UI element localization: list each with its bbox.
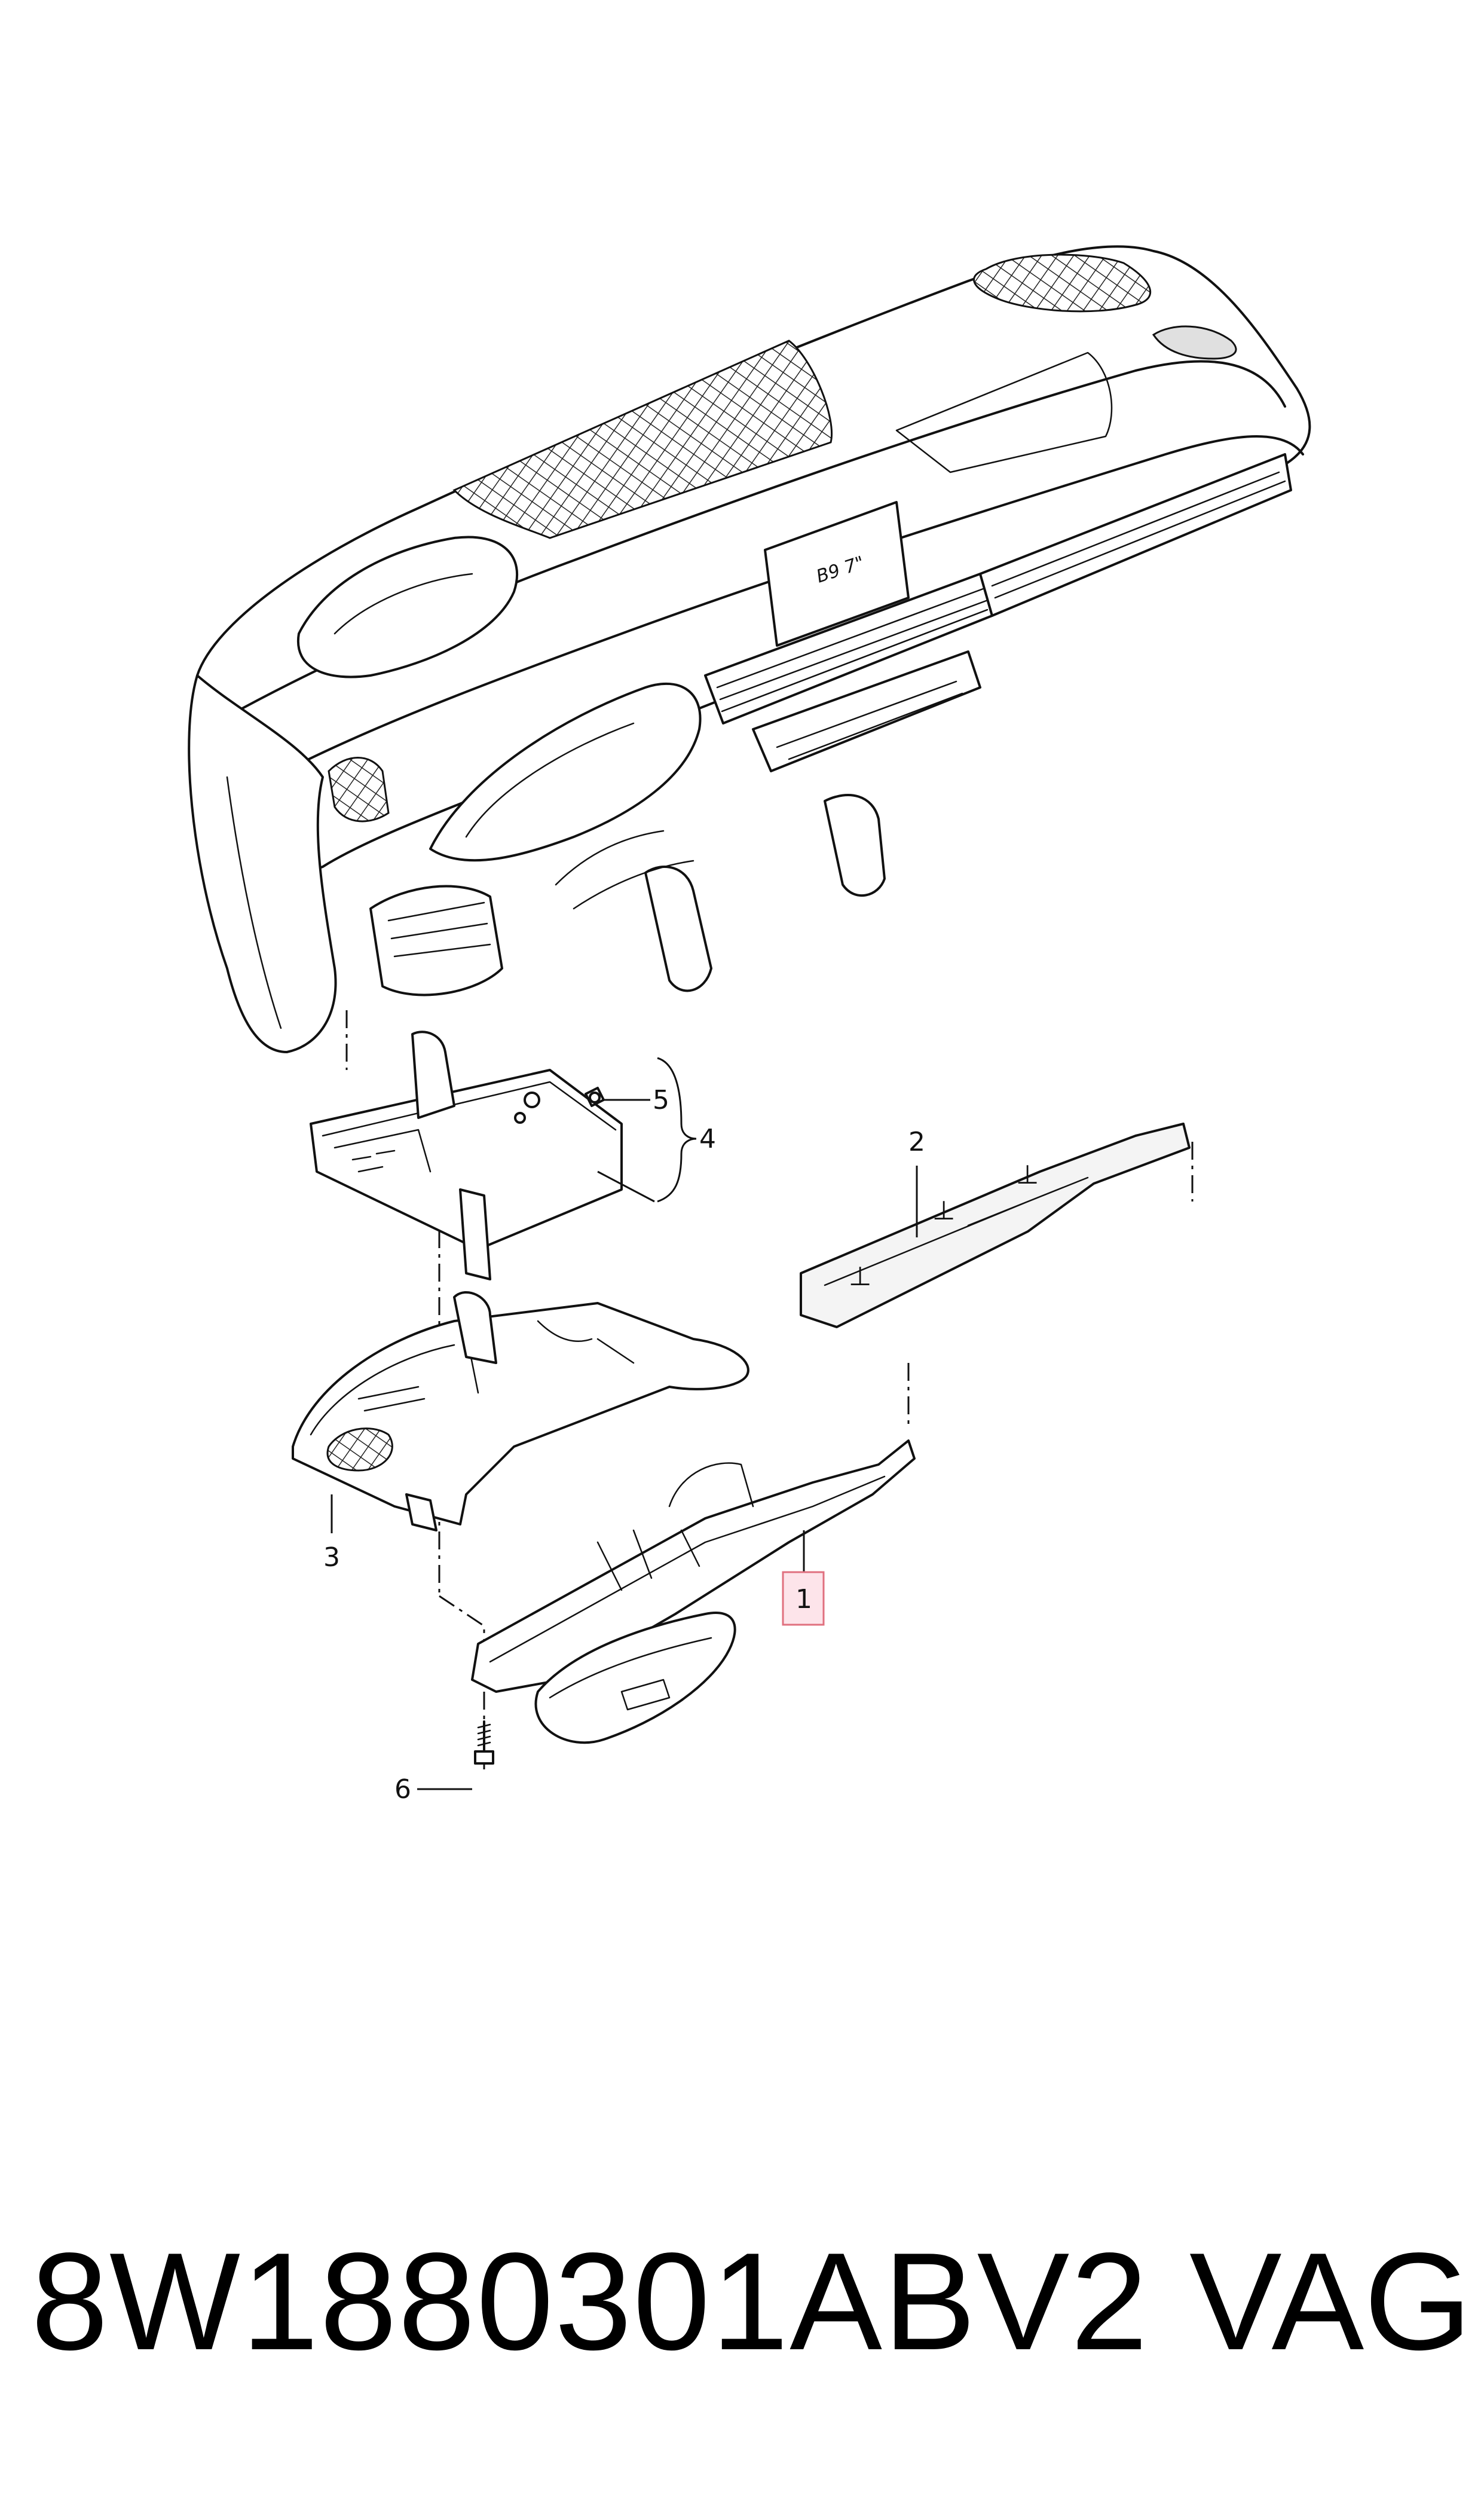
callout-5[interactable]: 5 — [604, 1085, 669, 1115]
callout-4[interactable]: 4 — [597, 1057, 716, 1203]
svg-text:⊥: ⊥ — [1016, 1160, 1039, 1190]
part-6-screw — [474, 1720, 494, 1765]
svg-text:⊥: ⊥ — [849, 1261, 871, 1292]
part-2-cover: ⊥ ⊥ ⊥ — [800, 1123, 1191, 1328]
callout-6[interactable]: 6 — [394, 1774, 472, 1805]
callout-1-highlight-box — [782, 1571, 825, 1626]
part-4-bracket — [310, 1031, 623, 1280]
callout-3[interactable]: 3 — [323, 1494, 340, 1573]
part-5-clip — [585, 1087, 605, 1107]
callout-1[interactable]: 1 — [782, 1530, 825, 1626]
infotainment-screen: B9 7" — [764, 501, 910, 647]
callout-1-label: 1 — [795, 1584, 812, 1615]
part-3-carrier — [292, 1291, 749, 1531]
callout-4-label: 4 — [699, 1124, 716, 1154]
svg-text:⊥: ⊥ — [932, 1196, 955, 1226]
part-number: 8W1880301ABV2 — [31, 2224, 1149, 2379]
callout-2-label: 2 — [908, 1127, 925, 1157]
dashboard-assembly: B9 7" — [188, 245, 1311, 1053]
brand-label: VAG — [1189, 2224, 1472, 2379]
part-1-glovebox — [471, 1439, 916, 1744]
callout-6-label: 6 — [394, 1774, 411, 1805]
callout-5-label: 5 — [653, 1085, 669, 1115]
callout-2[interactable]: 2 — [908, 1127, 925, 1237]
callout-3-label: 3 — [323, 1542, 340, 1573]
